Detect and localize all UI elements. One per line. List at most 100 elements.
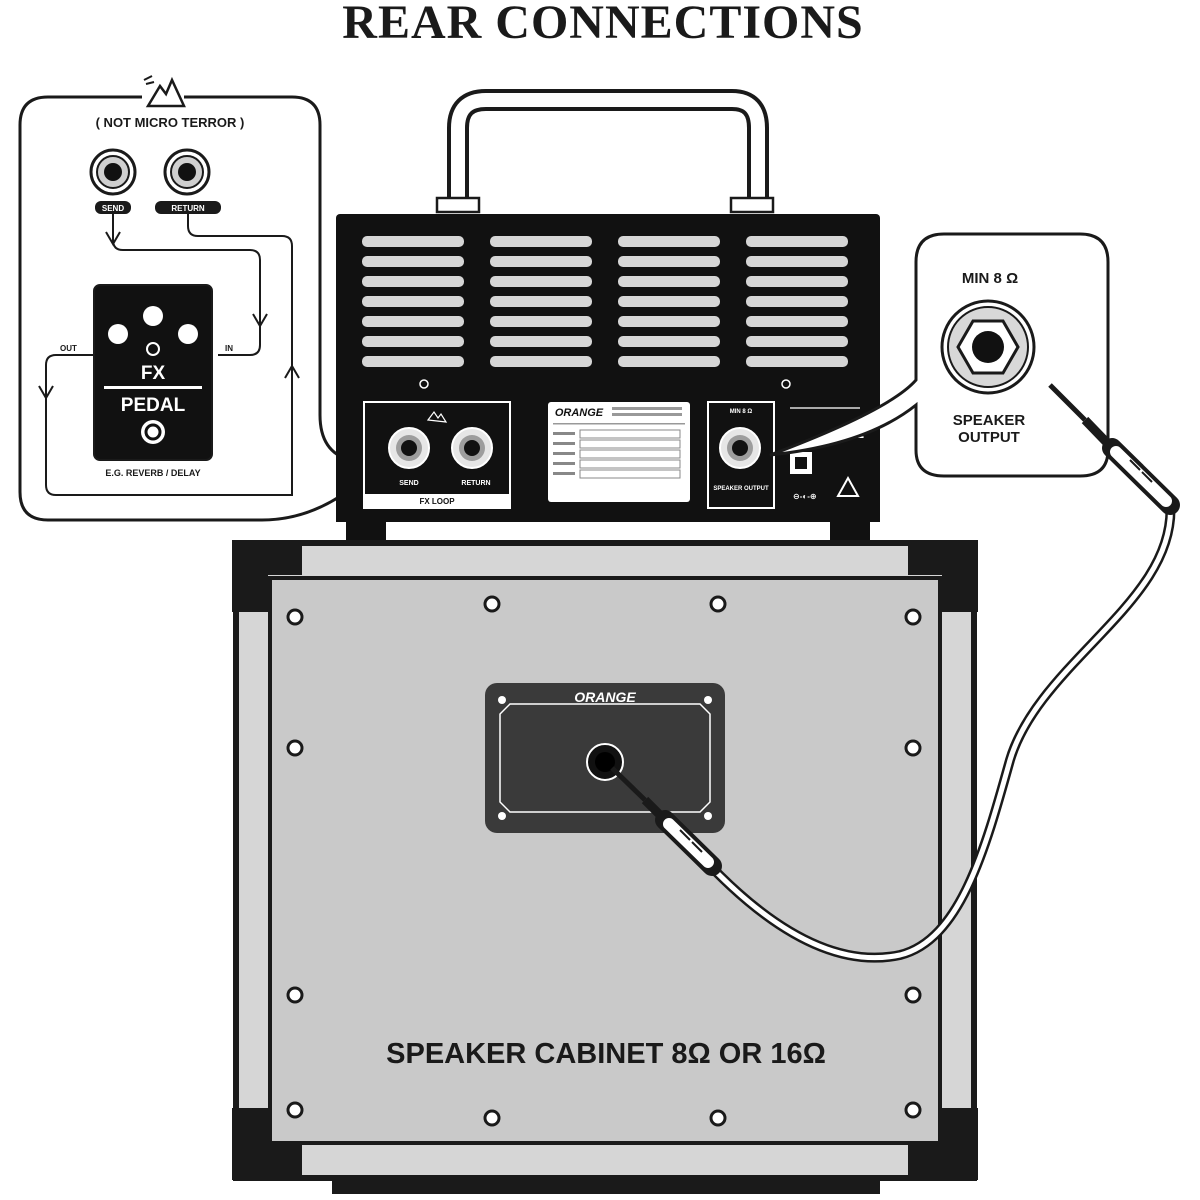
corner-protector: [908, 1108, 978, 1180]
amp-info-plate: [548, 402, 690, 502]
speaker-cabinet: ORANGE SPEAKER CABINET 8Ω OR 16Ω: [232, 540, 978, 1194]
fx-pedal: FX PEDAL: [93, 284, 213, 461]
screw-icon: [498, 696, 506, 704]
amp-foot: [830, 522, 870, 542]
fx-loop-callout: ( NOT MICRO TERROR ) SEND RETURN OUT IN: [18, 75, 391, 522]
vent-slot: [362, 276, 464, 287]
amp-plate-rows: [553, 429, 681, 479]
amp-send-jack[interactable]: [388, 427, 430, 469]
amp-send-label: SEND: [399, 480, 418, 487]
screw-icon: [709, 1109, 727, 1127]
amp-handle[interactable]: [447, 89, 769, 200]
dc-polarity-icon: ⊖-◐-⊕: [793, 492, 817, 501]
amp-fx-loop-label: FX LOOP: [419, 497, 455, 506]
amp-return-label: RETURN: [461, 480, 490, 487]
cable-plug-top: [1048, 383, 1180, 515]
cabinet-brand-logo: ORANGE: [574, 689, 636, 705]
pedal-example-label: E.G. REVERB / DELAY: [105, 468, 200, 478]
pedal-out-label: OUT: [60, 344, 77, 353]
vent-slot: [362, 256, 464, 267]
vent-slot: [362, 296, 464, 307]
vent-slot: [746, 236, 848, 247]
vent-slot: [490, 356, 592, 367]
vent-slot: [490, 336, 592, 347]
callout-speaker-label-2: OUTPUT: [958, 429, 1020, 446]
send-label: SEND: [102, 204, 124, 213]
amp-vents: [362, 236, 848, 367]
vent-slot: [490, 256, 592, 267]
arrow-down-icon: [252, 313, 268, 328]
amp-speaker-output-jack[interactable]: [719, 427, 761, 469]
corner-protector: [908, 540, 978, 612]
screw-icon: [781, 379, 791, 389]
vent-slot: [746, 336, 848, 347]
amp-speaker-output-label: SPEAKER OUTPUT: [713, 486, 769, 492]
arrow-down-icon: [38, 385, 54, 400]
speaker-cable[interactable]: [610, 383, 1180, 963]
vent-slot: [746, 276, 848, 287]
return-label: RETURN: [171, 204, 205, 213]
diagram-title: REAR CONNECTIONS: [342, 0, 863, 49]
return-label-badge: [155, 201, 221, 214]
cabinet-panel: [268, 576, 942, 1145]
vent-slot: [618, 356, 720, 367]
vent-slot: [490, 296, 592, 307]
screw-icon: [704, 812, 712, 820]
warning-icon: [836, 475, 860, 497]
amp-head: SEND RETURN FX LOOP ORANGE MIN 8 Ω SPEAK…: [336, 89, 880, 542]
vent-slot: [618, 276, 720, 287]
fx-send-jack[interactable]: [89, 148, 137, 196]
pedal-knob-icon: [178, 324, 198, 344]
cable-plug-bottom: [610, 766, 722, 876]
mountain-icon: [426, 410, 448, 423]
send-label-badge: [95, 201, 131, 214]
vent-slot: [490, 316, 592, 327]
screw-icon: [704, 696, 712, 704]
fx-return-jack[interactable]: [163, 148, 211, 196]
arrow-down-icon: [105, 231, 121, 246]
vent-slot: [618, 236, 720, 247]
amp-return-jack[interactable]: [451, 427, 493, 469]
screw-icon: [709, 595, 727, 613]
amp-top-body: [336, 214, 880, 402]
screw-icon: [904, 739, 922, 757]
screw-icon: [419, 379, 429, 389]
vent-slot: [362, 236, 464, 247]
amp-min-label: MIN 8 Ω: [730, 409, 753, 415]
vent-slot: [490, 276, 592, 287]
screw-icon: [498, 812, 506, 820]
pedal-knob-icon: [143, 306, 163, 326]
fx-routing-lines: [45, 214, 293, 496]
callout-speaker-label-1: SPEAKER: [953, 412, 1026, 429]
pedal-in-label: IN: [225, 344, 233, 353]
vent-slot: [362, 316, 464, 327]
not-micro-terror-note: ( NOT MICRO TERROR ): [96, 115, 245, 130]
pedal-name-pedal: PEDAL: [121, 395, 186, 416]
amp-foot: [346, 522, 386, 542]
vent-slot: [746, 296, 848, 307]
screw-icon: [483, 1109, 501, 1127]
vent-slot: [618, 256, 720, 267]
vent-slot: [618, 316, 720, 327]
screw-icon: [286, 1101, 304, 1119]
screw-icon: [286, 608, 304, 626]
vent-slot: [618, 296, 720, 307]
mountain-icon: [142, 75, 186, 108]
pedal-knob-icon: [108, 324, 128, 344]
screw-icon: [483, 595, 501, 613]
corner-protector: [232, 540, 302, 612]
screw-icon: [904, 608, 922, 626]
arrow-up-icon: [284, 364, 300, 379]
vent-slot: [746, 316, 848, 327]
pedal-led-icon: [146, 342, 160, 356]
vent-slot: [362, 336, 464, 347]
vent-slot: [490, 236, 592, 247]
cabinet-label: SPEAKER CABINET 8Ω OR 16Ω: [386, 1038, 826, 1070]
corner-protector: [232, 1108, 302, 1180]
amp-brand-logo: ORANGE: [555, 407, 604, 419]
vent-slot: [746, 256, 848, 267]
screw-icon: [286, 986, 304, 1004]
cabinet-screws: [286, 595, 922, 1127]
vent-slot: [746, 356, 848, 367]
